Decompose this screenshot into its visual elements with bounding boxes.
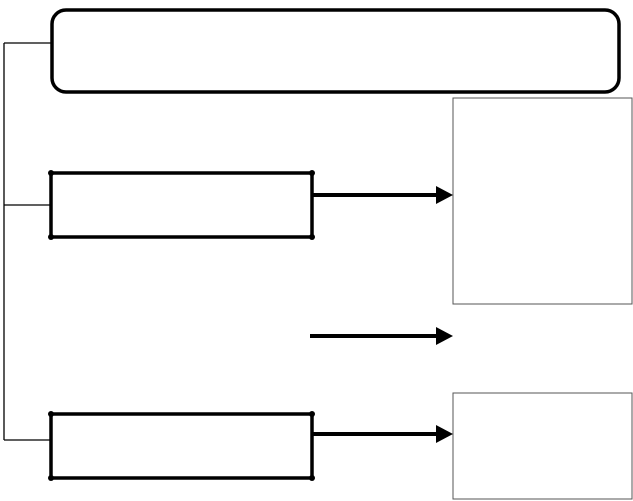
corner-dot xyxy=(309,234,315,240)
corner-dot xyxy=(48,234,54,240)
bottom-process-box xyxy=(48,411,315,481)
arrow-top xyxy=(312,186,453,204)
corner-dot xyxy=(48,170,54,176)
corner-dot xyxy=(309,170,315,176)
arrow-bottom xyxy=(312,425,453,443)
middle-process-box xyxy=(48,170,315,240)
corner-dot xyxy=(309,411,315,417)
arrow-middle xyxy=(310,327,453,345)
corner-dot xyxy=(309,475,315,481)
right-bottom-panel xyxy=(452,392,633,500)
left-bracket-connector xyxy=(3,42,51,441)
corner-dot xyxy=(48,475,54,481)
arrowhead-icon xyxy=(436,186,453,204)
corner-dot xyxy=(48,411,54,417)
top-rounded-box xyxy=(50,8,621,94)
right-top-panel xyxy=(452,97,633,305)
arrowhead-icon xyxy=(436,327,453,345)
arrowhead-icon xyxy=(436,425,453,443)
